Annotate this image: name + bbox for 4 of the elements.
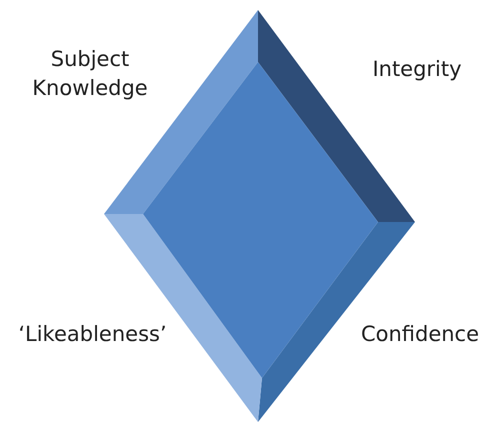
side-label: Integrity (371, 56, 463, 83)
side-label: Confidence (360, 321, 480, 348)
side-label: ‘Likeableness’ (17, 321, 168, 348)
side-label: Subject Knowledge (31, 46, 149, 102)
